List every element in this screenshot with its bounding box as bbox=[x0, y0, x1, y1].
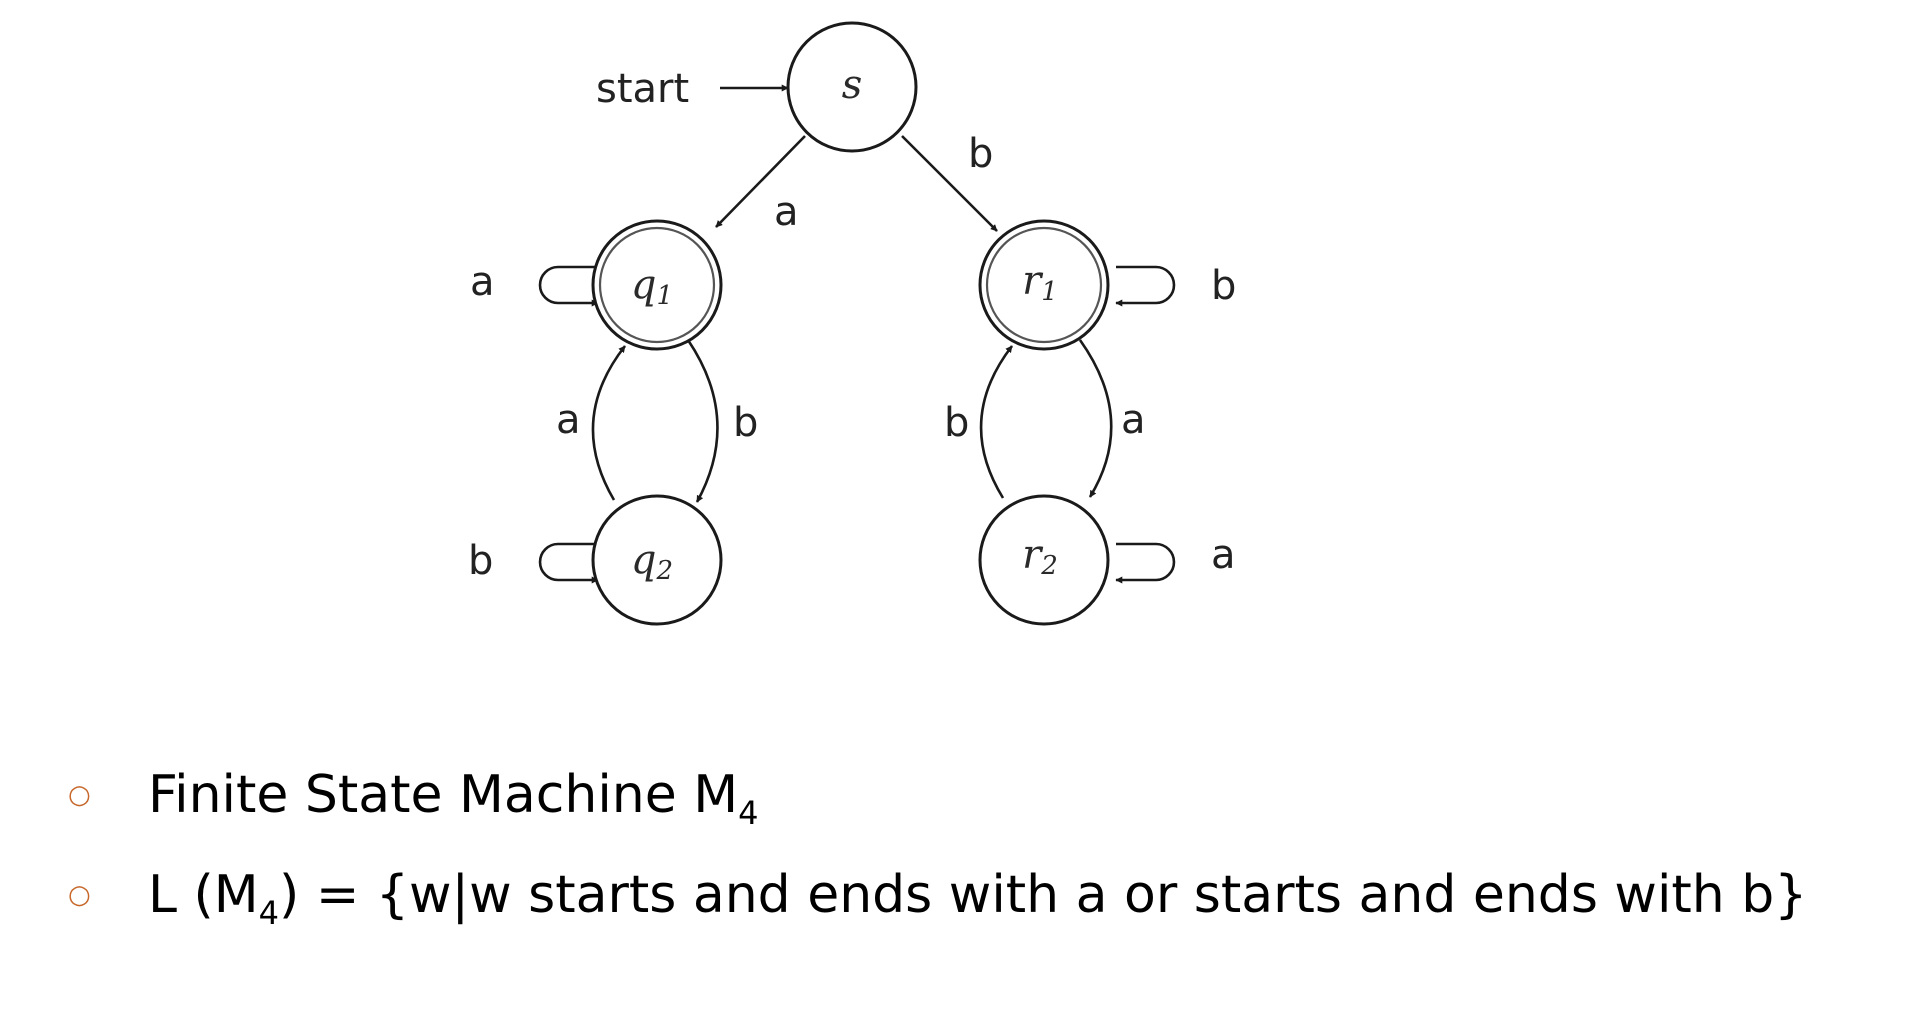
hollow-circle-bullet-icon: ○ bbox=[68, 880, 91, 910]
edge-r1-r2 bbox=[1078, 339, 1113, 498]
state-label-q2: q2 bbox=[631, 537, 673, 586]
self-loop-label-r1: b bbox=[1211, 263, 1236, 309]
fsm-name-subscript: 4 bbox=[738, 794, 759, 832]
language-suffix: ) = {w|w starts and ends with a or start… bbox=[279, 865, 1808, 925]
edge-q2-q1 bbox=[591, 345, 627, 501]
language-prefix: L (M bbox=[148, 865, 259, 925]
self-loop-q1 bbox=[538, 265, 599, 307]
edge-label-r2-r1: b bbox=[944, 400, 969, 446]
bullet-text-fsm-name: Finite State Machine M4 bbox=[148, 745, 759, 845]
edge-label-q2-q1: a bbox=[556, 397, 581, 443]
edge-s-q1 bbox=[715, 135, 806, 228]
hollow-circle-bullet-icon: ○ bbox=[68, 780, 91, 810]
edge-r2-r1 bbox=[979, 345, 1014, 499]
state-label-r1: r1 bbox=[1022, 258, 1058, 307]
state-label-q1: q1 bbox=[631, 262, 673, 311]
bullet-list: ○ Finite State Machine M4 ○ L (M4) = {w|… bbox=[0, 745, 1909, 945]
state-label-s: s bbox=[842, 62, 863, 108]
fsm-name-text: Finite State Machine M bbox=[148, 765, 739, 825]
state-label-r2: r2 bbox=[1022, 532, 1058, 581]
self-loop-r2 bbox=[1115, 542, 1176, 584]
bullet-item-language-definition: ○ L (M4) = {w|w starts and ends with a o… bbox=[0, 845, 1909, 945]
state-q1: q1 bbox=[591, 219, 723, 351]
start-label: start bbox=[596, 66, 689, 112]
edge-label-q1-q2: b bbox=[733, 400, 758, 446]
self-loop-label-q2: b bbox=[468, 538, 493, 584]
edge-label-s-q1: a bbox=[774, 189, 799, 235]
self-loop-label-r2: a bbox=[1211, 532, 1236, 578]
fsm-diagram: start a b a b a b b a b a s q1 q2 bbox=[468, 21, 1236, 626]
edge-label-s-r1: b bbox=[968, 131, 993, 177]
start-indicator: start bbox=[596, 66, 789, 112]
state-s: s bbox=[786, 21, 918, 153]
self-loop-q2 bbox=[538, 542, 599, 584]
bullet-text-language-definition: L (M4) = {w|w starts and ends with a or … bbox=[148, 845, 1807, 945]
edge-q1-q2 bbox=[686, 339, 719, 503]
self-loop-label-q1: a bbox=[470, 259, 495, 305]
edge-s-r1 bbox=[901, 135, 998, 232]
bullet-item-fsm-name: ○ Finite State Machine M4 bbox=[0, 745, 1909, 845]
state-r2: r2 bbox=[978, 494, 1110, 626]
state-r1: r1 bbox=[978, 219, 1110, 351]
edge-label-r1-r2: a bbox=[1121, 397, 1146, 443]
state-q2: q2 bbox=[591, 494, 723, 626]
self-loop-r1 bbox=[1115, 265, 1176, 307]
language-subscript: 4 bbox=[258, 894, 280, 932]
